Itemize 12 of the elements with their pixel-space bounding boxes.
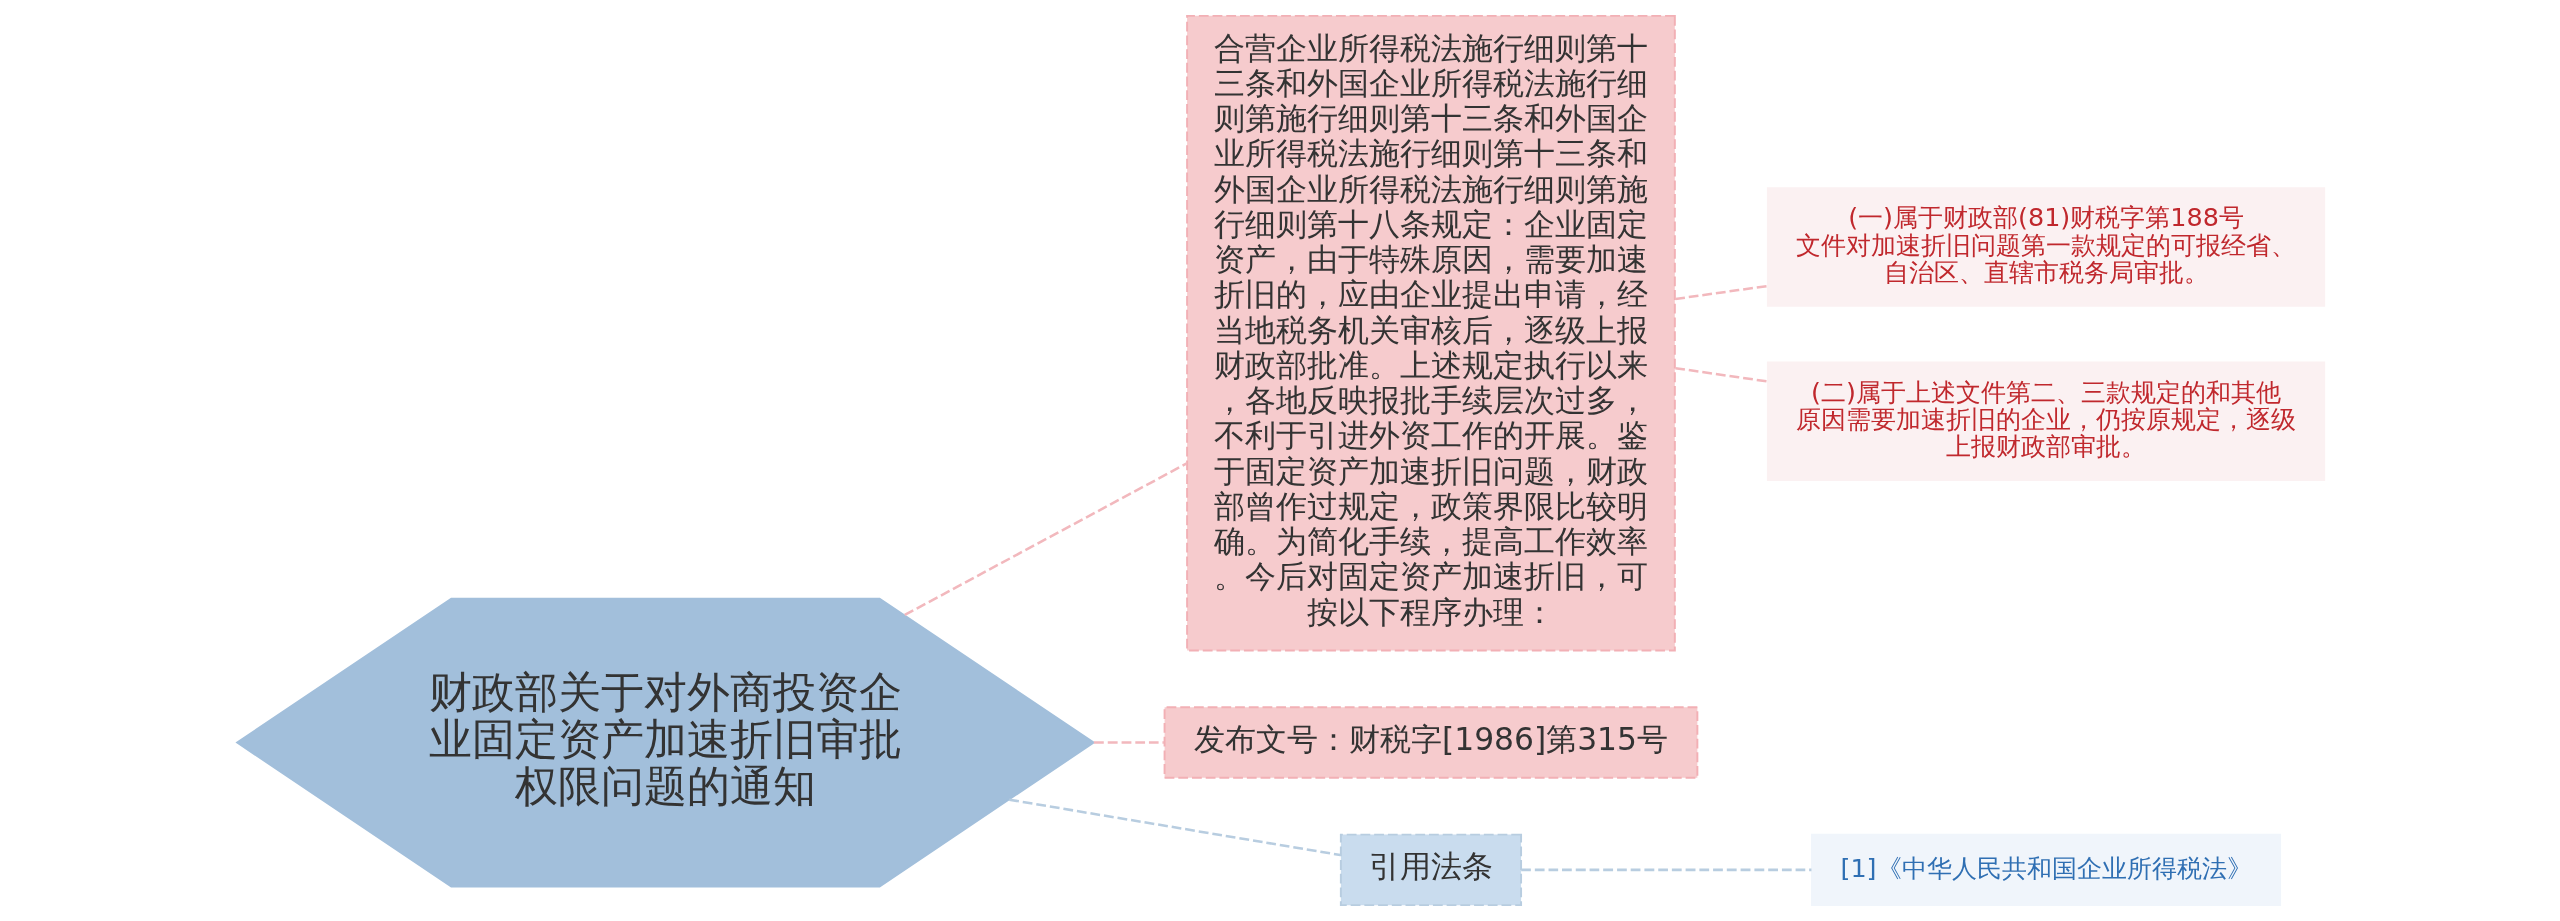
node-box: 引用法条 bbox=[1339, 833, 1522, 907]
connector bbox=[1674, 284, 1768, 301]
node-box: 合营企业所得税法施行细则第十三条和外国企业所得税法施行细则第施行细则第十三条和外国企业所得税法施行细则第十三条和外国企业所得税法施行细则第施行细则第十八条规定：企业固定资产，由于特殊原因，需要加速折旧的，应由企业提出申请，经当地税务机关审核后，逐级上报财政部批准。上述规定执行以来，各地反映报批手续层次过多，不利于引进外资工作的开展。鉴于固定资产加速折旧问题，财政部曾作过规定，政策界限比较明确。为简化手续，提高工作效率。今后对固定资产加速折旧，可按以下程序办理： bbox=[1185, 14, 1676, 652]
node-box: [1]《中华人民共和国企业所得税法》 bbox=[1810, 833, 2281, 907]
connector bbox=[903, 462, 1187, 617]
connector bbox=[1093, 741, 1164, 744]
node-box: (一)属于财政部(81)财税字第188号文件对加速折旧问题第一款规定的可报经省、自治区、直辖市税务局审批。 bbox=[1766, 187, 2325, 307]
connector bbox=[1520, 868, 1811, 872]
node-box: (二)属于上述文件第二、三款规定的和其他原因需要加速折旧的企业，仍按原规定，逐级上报财政部审批。 bbox=[1766, 361, 2325, 482]
node-box: 发布文号：财税字[1986]第315号 bbox=[1163, 706, 1698, 779]
connector bbox=[1008, 798, 1340, 857]
connector bbox=[1674, 366, 1768, 383]
